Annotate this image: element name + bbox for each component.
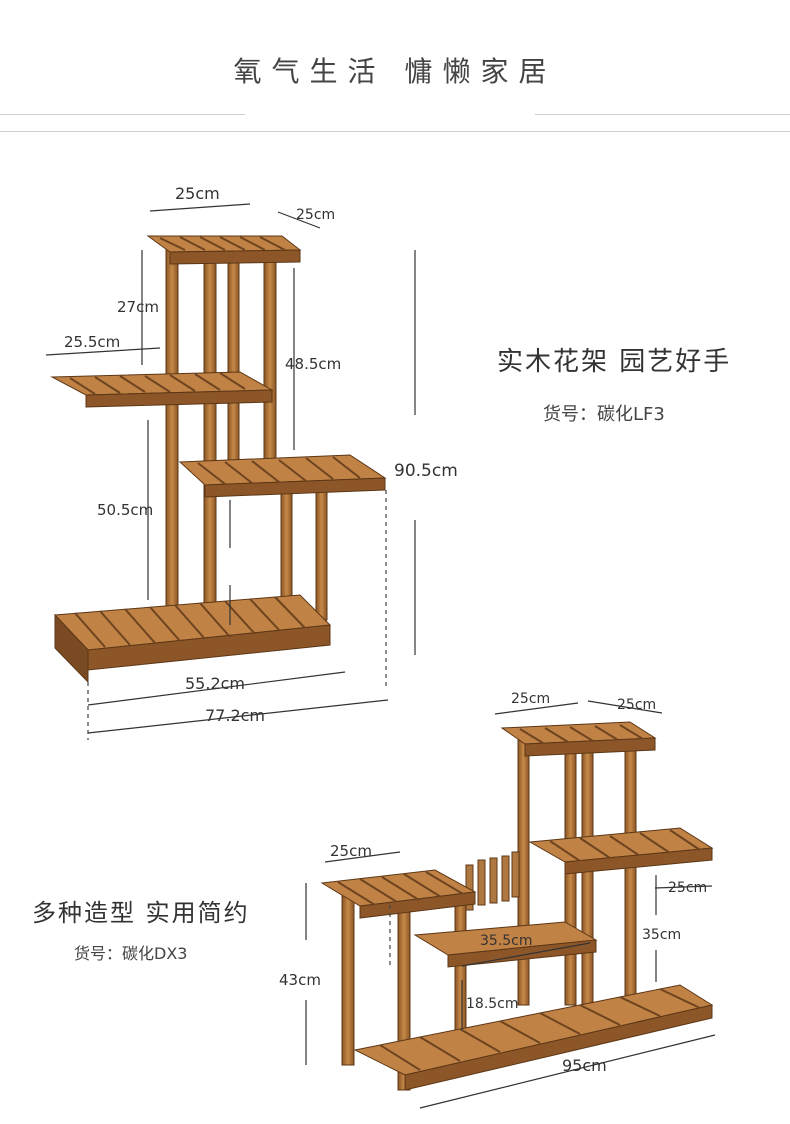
dim2-right-shelf: 25cm xyxy=(668,880,708,896)
dim2-low-gap: 18.5cm xyxy=(466,996,519,1012)
dim2-right-gap: 35cm xyxy=(642,927,682,943)
product1-sku: 货号：碳化LF3 xyxy=(543,400,665,426)
dim-base-width: 55.2cm xyxy=(185,674,246,693)
dim2-top-w2: 25cm xyxy=(617,697,657,713)
product1-sku-label: 货号： xyxy=(543,404,597,425)
dim-total-width: 77.2cm xyxy=(205,706,266,725)
dim2-top-w1: 25cm xyxy=(511,691,551,707)
dim-top-width: 25cm xyxy=(175,184,220,203)
product2-sku-label: 货号： xyxy=(74,944,123,963)
page-title: 氧气生活 慵懒家居 xyxy=(233,55,557,88)
product1-sku-value: 碳化LF3 xyxy=(597,404,665,425)
product2-sku: 货号：碳化DX3 xyxy=(74,940,187,964)
dim2-total-width: 95cm xyxy=(562,1056,607,1075)
dim-total-height: 90.5cm xyxy=(394,461,458,481)
header-divider-full xyxy=(0,131,790,132)
dim-side-shelf: 25.5cm xyxy=(64,333,121,351)
dim-gap-top: 27cm xyxy=(117,298,159,316)
dim-top-depth: 25cm xyxy=(296,207,336,223)
dim2-left-height: 43cm xyxy=(279,971,321,989)
header-divider-right xyxy=(535,114,790,115)
product2-sku-value: 碳化DX3 xyxy=(122,944,188,963)
dim-lower-gap: 50.5cm xyxy=(97,501,154,519)
dim2-left-shelf: 25cm xyxy=(330,842,372,860)
product1-title: 实木花架 园艺好手 xyxy=(497,347,732,377)
dim2-mid-shelf: 35.5cm xyxy=(480,933,533,949)
dim-mid-gap: 48.5cm xyxy=(285,355,342,373)
product2-title: 多种造型 实用简约 xyxy=(32,899,250,927)
header-divider-left xyxy=(0,114,245,115)
